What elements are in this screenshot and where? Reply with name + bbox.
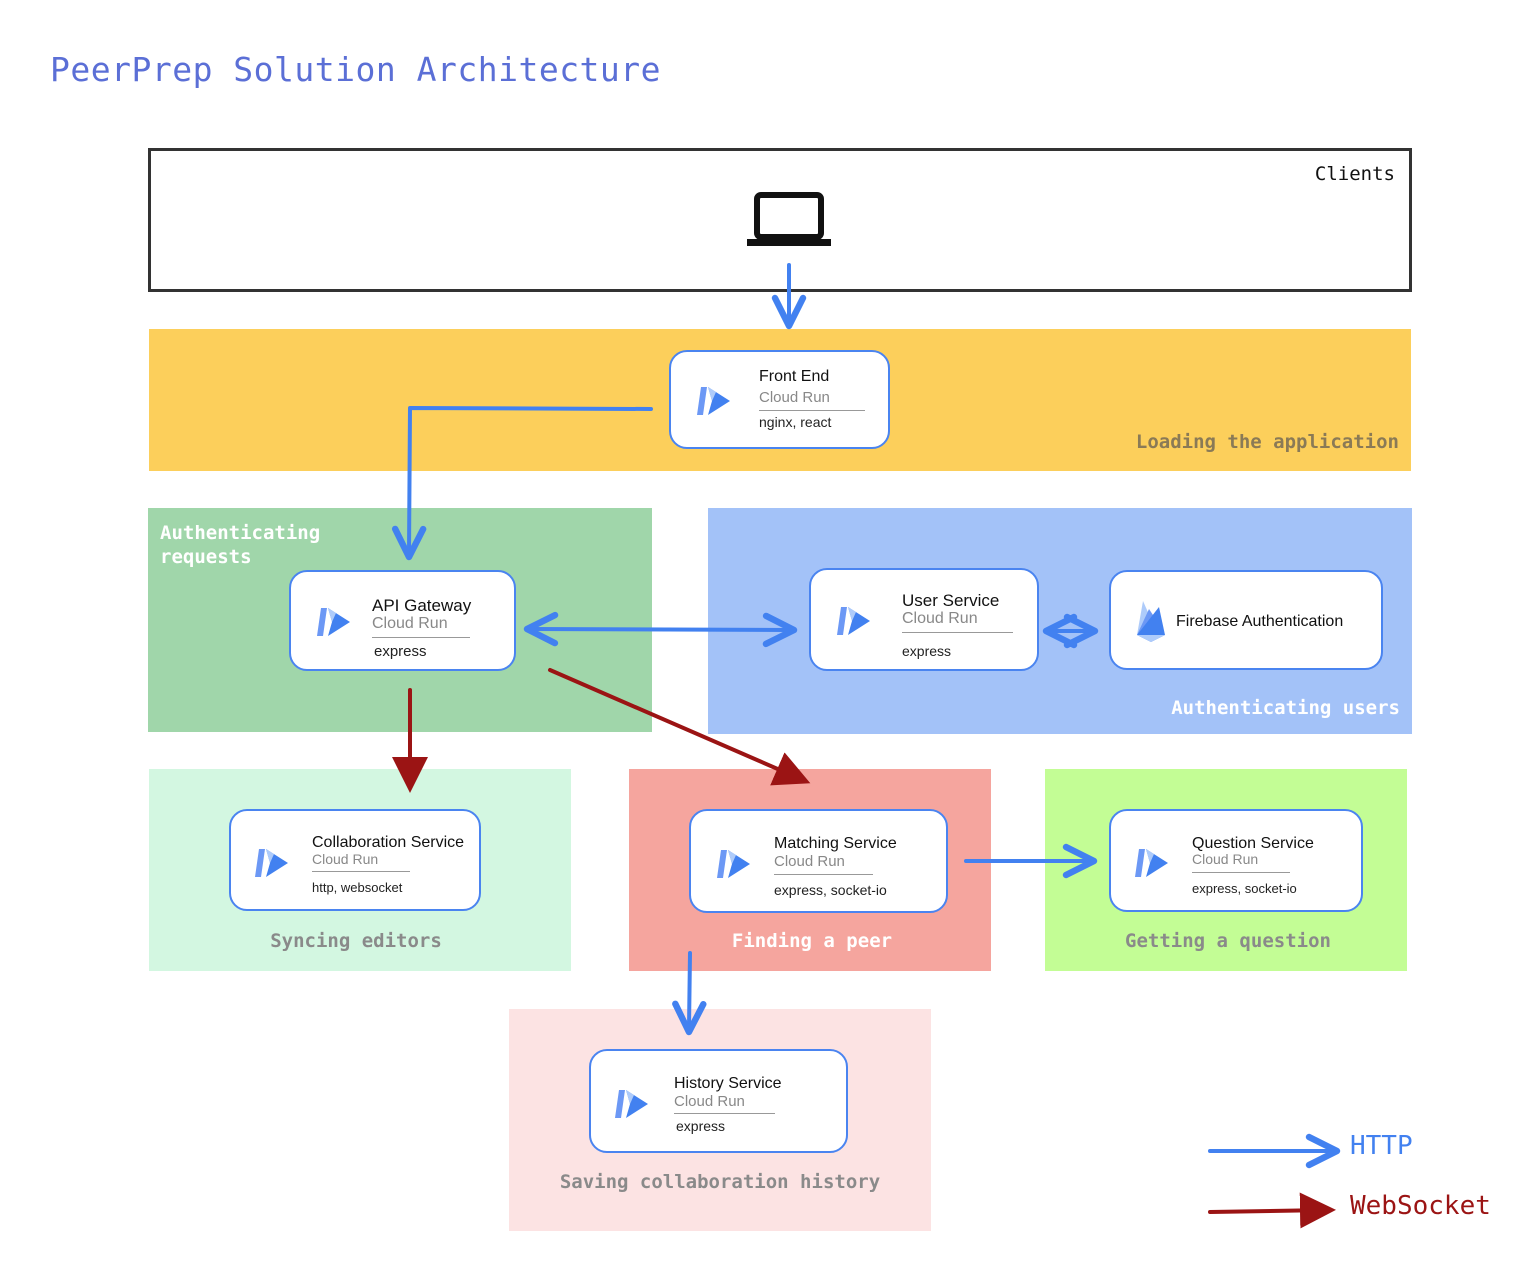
diagram-title: PeerPrep Solution Architecture [50, 50, 662, 89]
user-service-tech: express [902, 643, 952, 659]
matching-service-node[interactable]: Matching Service Cloud Run express, sock… [689, 809, 948, 913]
history-service-divider [674, 1113, 775, 1114]
cloud-run-icon [1135, 849, 1168, 877]
matching-service-tech: express, socket-io [774, 882, 887, 898]
collaboration-service-node[interactable]: Collaboration Service Cloud Run http, we… [229, 809, 481, 911]
region-auth-users-label: Authenticating users [1171, 697, 1400, 719]
user-service-divider [902, 632, 1013, 633]
front-end-platform: Cloud Run [759, 389, 830, 406]
collaboration-service-name: Collaboration Service [312, 834, 465, 851]
history-service-platform: Cloud Run [674, 1093, 745, 1110]
user-service-node[interactable]: User Service Cloud Run express [809, 568, 1039, 671]
region-history-label: Saving collaboration history [559, 1171, 881, 1193]
api-gateway-tech: express [374, 643, 427, 660]
cloud-run-icon [615, 1090, 648, 1118]
collaboration-service-platform: Cloud Run [312, 851, 379, 867]
history-service-tech: express [676, 1118, 726, 1134]
region-auth-requests-label: Authenticating requests [160, 522, 321, 568]
front-end-name: Front End [759, 368, 830, 385]
arrow-gateway-user-service [523, 611, 798, 648]
legend-websocket-label: WebSocket [1350, 1191, 1491, 1221]
region-peer-label: Finding a peer [731, 930, 893, 952]
laptop-icon [747, 192, 831, 246]
cloud-run-icon [317, 608, 350, 636]
question-service-platform: Cloud Run [1192, 851, 1259, 867]
api-gateway-name: API Gateway [372, 596, 472, 615]
matching-service-divider [774, 874, 873, 875]
history-service-node[interactable]: History Service Cloud Run express [589, 1049, 848, 1153]
collaboration-service-divider [312, 871, 410, 872]
arrow-gateway-to-matching [548, 668, 811, 786]
matching-service-name: Matching Service [774, 835, 897, 852]
clients-box: Clients [148, 148, 1412, 292]
cloud-run-icon [255, 849, 288, 877]
arrow-matching-to-history [672, 951, 707, 1036]
region-loading-label: Loading the application [1135, 431, 1399, 453]
legend-websocket-arrow [1208, 1192, 1336, 1229]
front-end-divider [759, 410, 865, 411]
user-service-platform: Cloud Run [902, 610, 978, 627]
region-syncing-label: Syncing editors [270, 930, 442, 952]
front-end-node[interactable]: Front End Cloud Run nginx, react [669, 350, 890, 449]
collaboration-service-tech: http, websocket [312, 880, 403, 895]
firebase-auth-node[interactable]: Firebase Authentication [1109, 570, 1383, 670]
question-service-divider [1192, 872, 1290, 873]
region-question-label: Getting a question [1125, 930, 1331, 952]
front-end-tech: nginx, react [759, 414, 832, 430]
question-service-name: Question Service [1192, 835, 1314, 852]
api-gateway-node[interactable]: API Gateway Cloud Run express [289, 570, 516, 671]
cloud-run-icon [717, 850, 750, 878]
clients-label: Clients [1314, 163, 1395, 185]
question-service-node[interactable]: Question Service Cloud Run express, sock… [1109, 809, 1363, 912]
cloud-run-icon [697, 387, 730, 415]
matching-service-platform: Cloud Run [774, 853, 845, 870]
api-gateway-divider [372, 637, 470, 638]
legend-http-label: HTTP [1350, 1131, 1413, 1161]
arrow-frontend-to-gateway [391, 406, 653, 561]
region-syncing-editors: Syncing editors [149, 769, 571, 971]
history-service-name: History Service [674, 1075, 782, 1092]
firebase-icon [1137, 601, 1165, 642]
cloud-run-icon [837, 607, 870, 635]
firebase-name: Firebase Authentication [1176, 613, 1344, 630]
user-service-name: User Service [902, 591, 1000, 610]
question-service-tech: express, socket-io [1192, 881, 1297, 896]
api-gateway-platform: Cloud Run [372, 615, 448, 632]
